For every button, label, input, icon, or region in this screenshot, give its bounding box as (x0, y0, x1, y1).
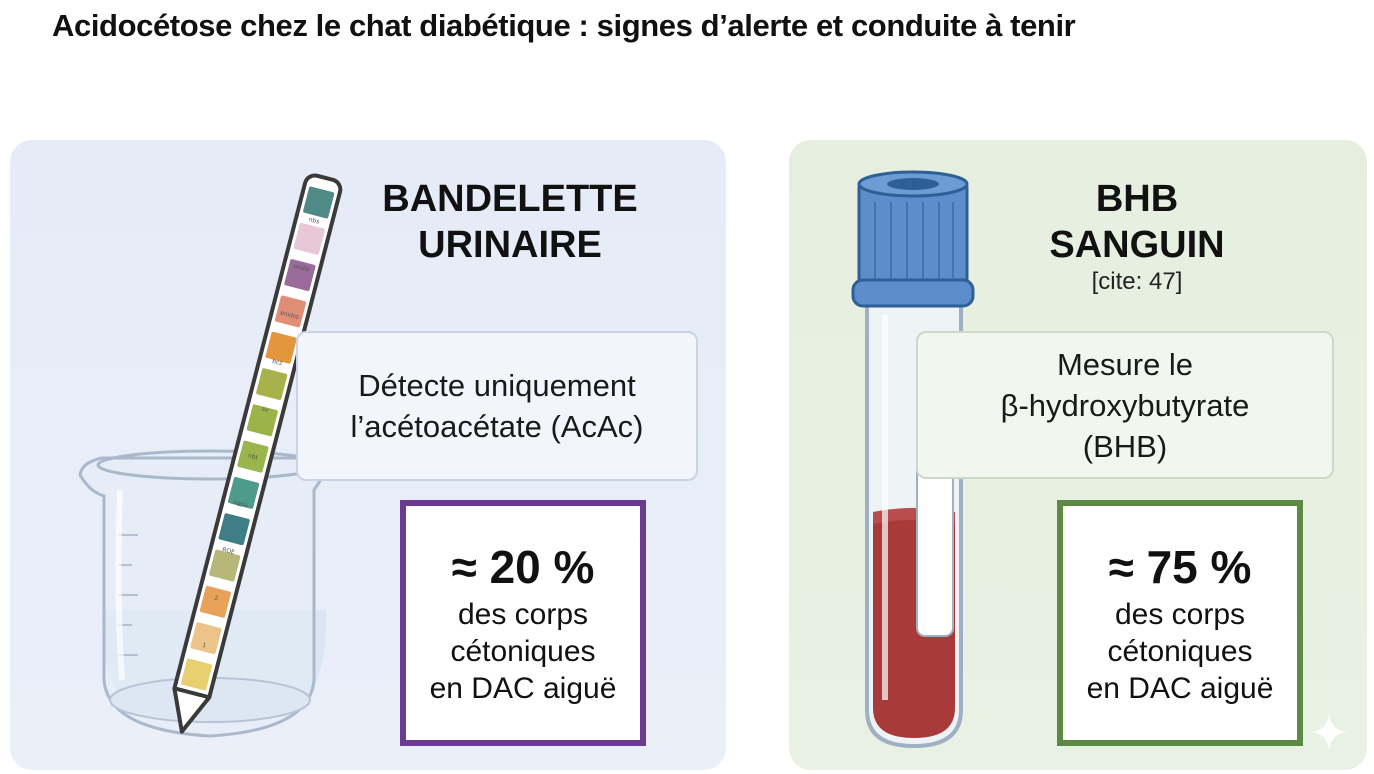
right-description-line-2: β-hydroxybutyrate (1000, 387, 1250, 423)
strip-color-pad (181, 658, 213, 691)
strip-pad-label: 2 (214, 595, 220, 603)
right-stat-value: ≈ 75 % (1108, 540, 1252, 593)
right-heading-line-2: SANGUIN (1049, 224, 1225, 266)
blood-bhb-panel: BHB SANGUIN [cite: 47] Mesure le β-hydro… (789, 140, 1367, 770)
right-description-line-3: (BHB) (1082, 428, 1168, 464)
left-heading-line-2: URINAIRE (418, 224, 602, 266)
strip-pad-label: ondle (293, 263, 311, 274)
strip-color-pad (293, 222, 325, 255)
strip-color-pad (265, 331, 297, 364)
strip-color-pad (274, 295, 307, 328)
strip-color-pad (246, 404, 278, 437)
right-stat-box: ≈ 75 % des corps cétoniques en DAC aiguë (1057, 500, 1303, 746)
strip-color-pad (303, 186, 335, 219)
left-heading: BANDELETTE URINAIRE (355, 176, 665, 268)
strip-color-pad (218, 513, 250, 546)
strip-pad-label: 1 (201, 642, 207, 650)
strip-color-pad (209, 549, 241, 582)
left-description-line-2: l’acétoacétate (AcAc) (350, 409, 644, 444)
right-heading-line-1: BHB (1095, 178, 1179, 220)
left-stat-box: ≈ 20 % des corps cétoniques en DAC aiguë (400, 500, 646, 746)
strip-color-pad (284, 259, 316, 291)
strip-pad-label: xgpa (233, 499, 249, 510)
right-description-box: Mesure le β-hydroxybutyrate (BHB) (916, 331, 1334, 479)
right-stat-line-1: des corps (1114, 597, 1246, 631)
right-heading: BHB SANGUIN (1003, 176, 1271, 268)
left-stat-line-1: des corps (457, 597, 589, 631)
tube-cap-icon (851, 170, 975, 308)
page-title: Acidocétose chez le chat diabétique : si… (52, 8, 1076, 43)
right-stat-line-3: en DAC aiguë (1086, 671, 1274, 705)
right-stat-line-2: cétoniques (1107, 634, 1253, 668)
left-description-box: Détecte uniquement l’acétoacétate (AcAc) (296, 331, 698, 481)
strip-color-pad (228, 477, 260, 509)
left-stat-value: ≈ 20 % (451, 540, 595, 593)
strip-pad-label: nbt (247, 452, 259, 461)
strip-color-pad (237, 440, 269, 473)
strip-color-pad (199, 585, 231, 618)
left-stat-line-3: en DAC aiguë (429, 671, 617, 705)
left-stat-line-2: cétoniques (450, 634, 596, 668)
strip-pad-label: enidre (279, 310, 299, 322)
left-heading-line-1: BANDELETTE (382, 178, 638, 220)
strip-pad-label: bcz (271, 358, 283, 367)
strip-pad-label: ROE (221, 546, 235, 556)
strip-color-pad (190, 622, 222, 655)
strip-color-pad (256, 368, 288, 400)
left-description-line-1: Détecte uniquement (358, 368, 636, 403)
sparkle-icon (1311, 714, 1347, 750)
right-citation: [cite: 47] (1091, 268, 1183, 295)
right-description-line-1: Mesure le (1056, 346, 1194, 382)
strip-pad-label: nbs (308, 216, 320, 225)
strip-pad-label: sv (261, 405, 270, 414)
